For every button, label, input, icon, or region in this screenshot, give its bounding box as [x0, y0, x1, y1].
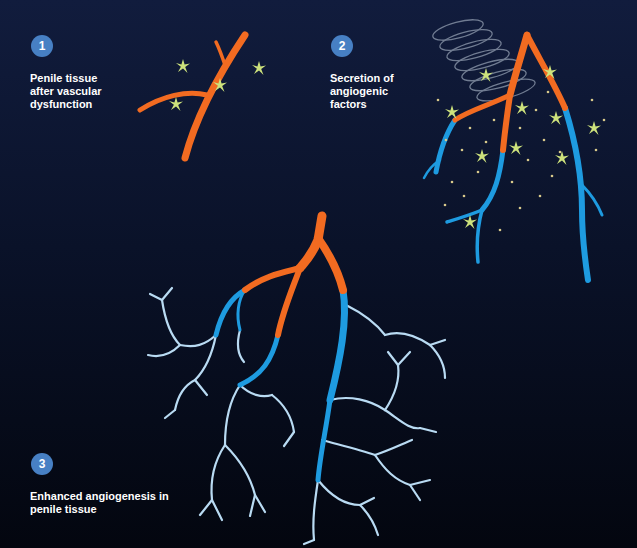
callout-number: 3	[31, 453, 53, 475]
step-caption: Enhanced angiogenesis in penile tissue	[30, 490, 172, 516]
step-group: 1Penile tissue after vascular dysfunctio…	[30, 35, 124, 111]
step-group: 3Enhanced angiogenesis in penile tissue	[30, 453, 172, 516]
step-group: 2Secretion of angiogenic factors	[330, 35, 424, 111]
step-caption: Secretion of angiogenic factors	[330, 72, 424, 111]
callout-number: 2	[331, 35, 353, 57]
callout-number: 1	[31, 35, 53, 57]
step-caption: Penile tissue after vascular dysfunction	[30, 72, 124, 111]
